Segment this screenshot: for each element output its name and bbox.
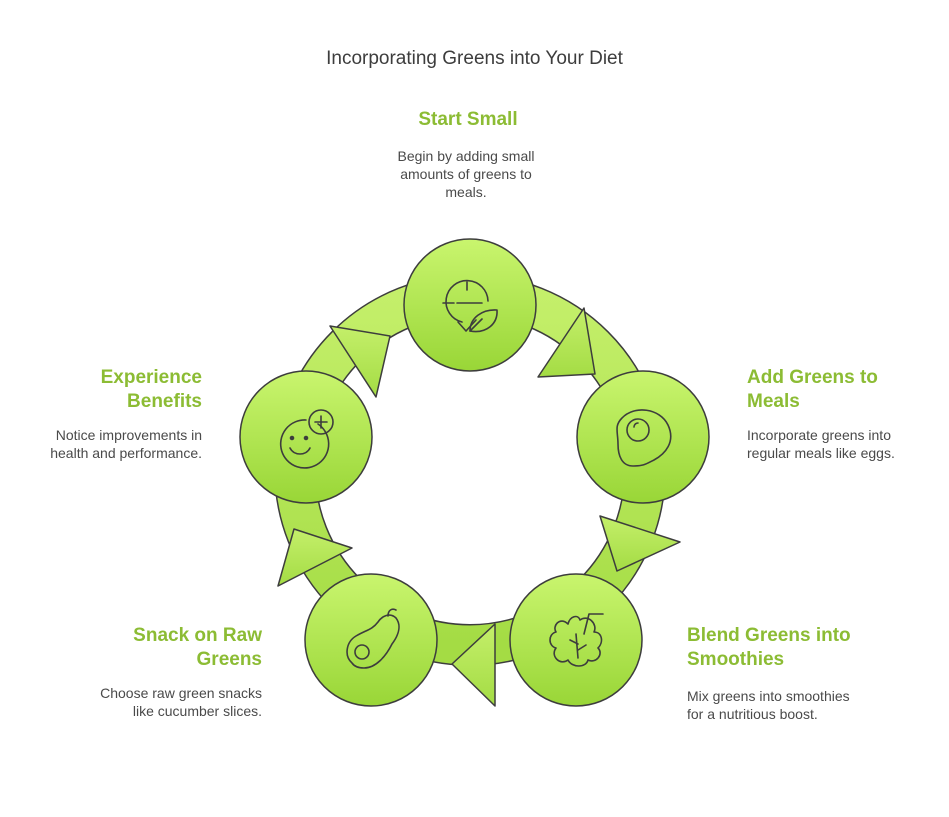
arrow-blend-to-snack — [451, 623, 496, 707]
smiley-plus-icon — [279, 409, 334, 469]
arrow-start-to-add — [537, 307, 596, 378]
step-title-experience: Experience Benefits — [100, 367, 202, 412]
step-circle-add-greens — [576, 370, 710, 504]
step-title-snack: Snack on Raw Greens — [133, 625, 262, 670]
step-circle-start-small — [403, 238, 537, 372]
step-title-add-greens: Add Greens to Meals — [747, 367, 878, 412]
step-circle-snack — [304, 573, 438, 707]
arrow-snack-to-experience — [277, 528, 353, 587]
arrow-add-to-blend — [599, 515, 681, 572]
step-desc-experience: Notice improvements in health and perfor… — [50, 427, 202, 461]
avocado-icon — [346, 608, 400, 669]
step-desc-snack: Choose raw green snacks like cucumber sl… — [100, 685, 262, 719]
step-desc-blend: Mix greens into smoothies for a nutritio… — [687, 688, 850, 722]
target-leaf-icon — [442, 279, 498, 333]
step-desc-start-small: Begin by adding small amounts of greens … — [397, 148, 535, 200]
arrow-experience-to-start — [329, 325, 391, 398]
diagram-title: Incorporating Greens into Your Diet — [326, 48, 623, 69]
step-title-blend: Blend Greens into Smoothies — [687, 625, 851, 670]
step-desc-add-greens: Incorporate greens into regular meals li… — [747, 427, 895, 461]
step-title-start-small: Start Small — [418, 109, 518, 130]
egg-icon — [616, 409, 672, 467]
smoothie-icon — [549, 613, 604, 667]
